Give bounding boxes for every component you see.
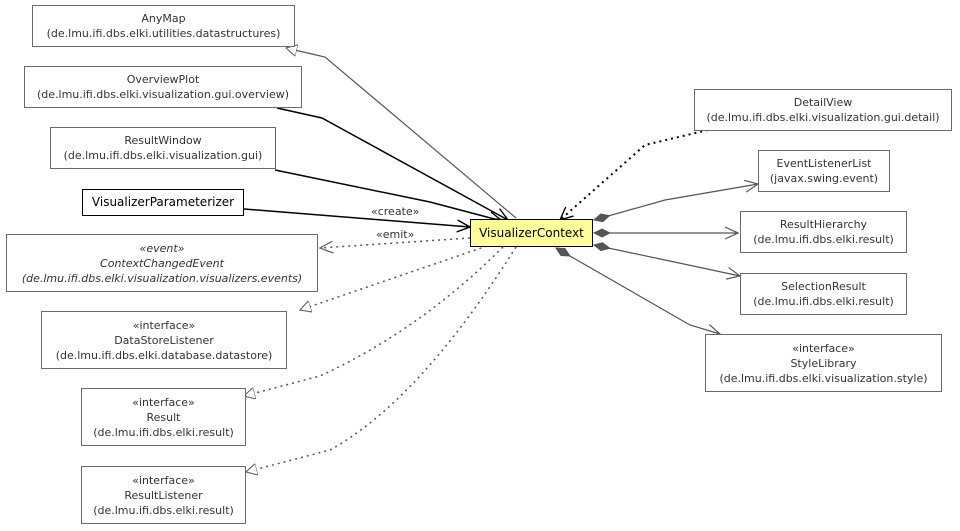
class-eventlistenerlist[interactable]: EventListenerList (javax.swing.event) (758, 150, 890, 192)
class-name: ResultHierarchy (779, 218, 868, 231)
class-selectionresult[interactable]: SelectionResult (de.lmu.ifi.dbs.elki.res… (740, 273, 907, 315)
class-name: SelectionResult (781, 280, 866, 293)
class-package: (de.lmu.ifi.dbs.elki.result) (753, 295, 894, 308)
class-name: AnyMap (141, 12, 186, 25)
edge-result (244, 246, 504, 396)
class-name: EventListenerList (776, 157, 872, 170)
class-name: DataStoreListener (114, 333, 214, 347)
class-resultwindow[interactable]: ResultWindow (de.lmu.ifi.dbs.elki.visual… (50, 127, 276, 169)
class-package: (de.lmu.ifi.dbs.elki.visualization.visua… (21, 271, 303, 285)
class-name: DetailView (793, 96, 853, 109)
class-name: VisualizerParameterizer (91, 195, 235, 209)
edge-datastorelistener (300, 245, 488, 310)
edge-selectionresult (594, 245, 740, 276)
class-name: ResultListener (124, 488, 203, 502)
class-package: (de.lmu.ifi.dbs.elki.visualization.style… (719, 371, 928, 385)
edge-resultwindow (274, 169, 502, 221)
class-name: StyleLibrary (790, 356, 857, 370)
class-stereotype: «interface» (132, 395, 195, 409)
class-package: (de.lmu.ifi.dbs.elki.result) (93, 425, 234, 439)
class-package: (de.lmu.ifi.dbs.elki.visualization.gui) (63, 149, 263, 162)
class-resulthierarchy[interactable]: ResultHierarchy (de.lmu.ifi.dbs.elki.res… (740, 211, 907, 253)
class-anymap[interactable]: AnyMap (de.lmu.ifi.dbs.elki.utilities.da… (32, 5, 295, 47)
edge-detailview (560, 129, 709, 220)
class-stereotype: «interface» (132, 318, 196, 332)
class-visualizercontext[interactable]: VisualizerContext (470, 219, 593, 247)
class-package: (de.lmu.ifi.dbs.elki.database.datastore) (55, 348, 273, 362)
class-detailview[interactable]: DetailView (de.lmu.ifi.dbs.elki.visualiz… (694, 89, 952, 131)
class-name: Result (146, 410, 181, 424)
emit-label: «emit» (376, 228, 415, 241)
class-resultlistener[interactable]: «interface» ResultListener (de.lmu.ifi.d… (81, 466, 246, 524)
class-package: (de.lmu.ifi.dbs.elki.utilities.datastruc… (46, 27, 281, 40)
class-stereotype: «interface» (132, 473, 195, 487)
class-result[interactable]: «interface» Result (de.lmu.ifi.dbs.elki.… (81, 388, 246, 446)
class-package: (de.lmu.ifi.dbs.elki.result) (93, 503, 234, 517)
class-package: (de.lmu.ifi.dbs.elki.result) (753, 233, 894, 246)
class-name: ContextChangedEvent (100, 256, 224, 270)
class-datastorelistener[interactable]: «interface» DataStoreListener (de.lmu.if… (41, 311, 287, 369)
class-name: VisualizerContext (479, 225, 584, 240)
class-stereotype: «interface» (792, 341, 855, 355)
edge-create (243, 208, 470, 227)
class-stylelibrary[interactable]: «interface» StyleLibrary (de.lmu.ifi.dbs… (705, 334, 942, 392)
edge-eventlistenerlist (594, 184, 758, 220)
class-stereotype: «event» (139, 241, 185, 255)
create-label: «create» (371, 205, 420, 218)
class-contextchangedevent[interactable]: «event» ContextChangedEvent (de.lmu.ifi.… (6, 234, 318, 292)
class-name: OverviewPlot (126, 73, 200, 86)
edge-stylelibrary (556, 248, 720, 334)
class-visualizerparameterizer[interactable]: VisualizerParameterizer (82, 189, 244, 216)
class-overviewplot[interactable]: OverviewPlot (de.lmu.ifi.dbs.elki.visual… (24, 66, 302, 108)
class-package: (de.lmu.ifi.dbs.elki.visualization.gui.o… (36, 88, 290, 101)
edge-overviewplot (276, 107, 508, 220)
class-package: (javax.swing.event) (769, 172, 879, 185)
class-name: ResultWindow (124, 134, 202, 147)
class-package: (de.lmu.ifi.dbs.elki.visualization.gui.d… (706, 111, 940, 124)
edge-emit (320, 237, 471, 248)
edge-anymap (286, 48, 517, 219)
